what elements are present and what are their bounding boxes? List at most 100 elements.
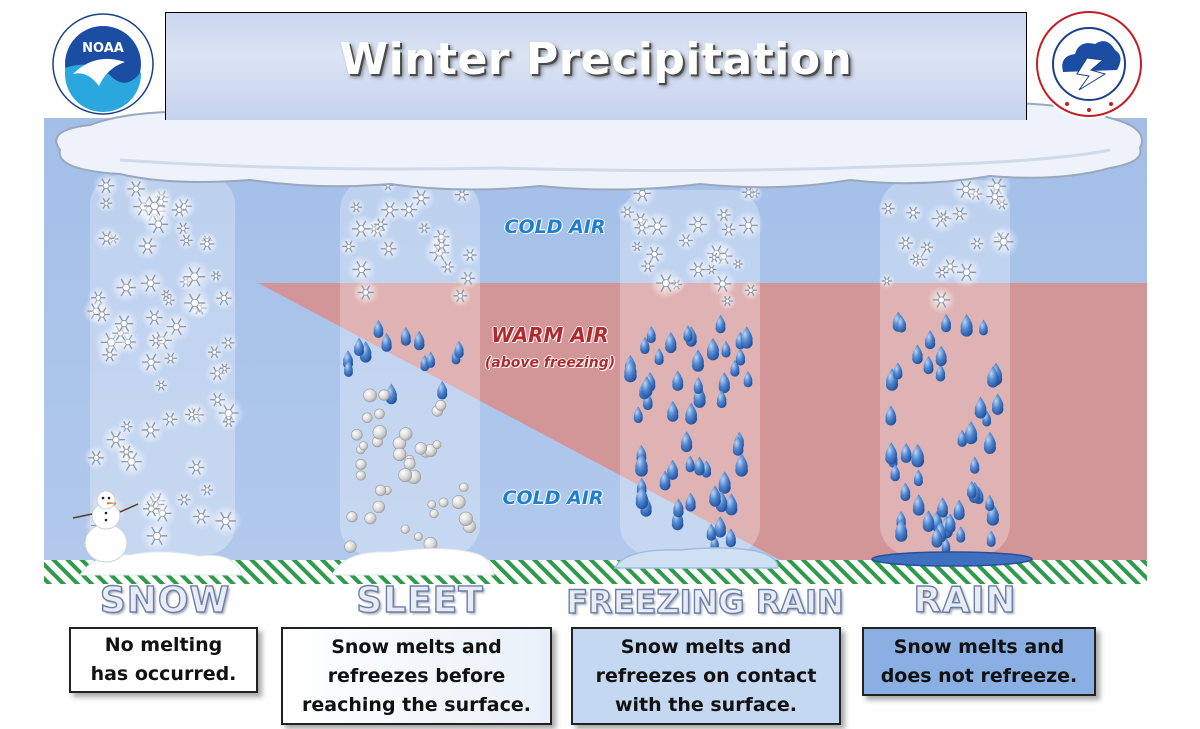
sleet-pellet [458, 511, 474, 526]
snowflake [83, 445, 109, 471]
snowflake [987, 225, 1020, 258]
raindrop [624, 359, 637, 383]
snowflake [152, 376, 171, 395]
raindrop [960, 314, 973, 337]
sleet-pellet [414, 442, 428, 455]
raindrop [701, 460, 712, 478]
raindrop [381, 332, 392, 352]
warm-air-label: WARM AIR [491, 323, 609, 347]
snowflake [429, 233, 454, 258]
raindrop [985, 494, 995, 512]
snowflake [93, 225, 120, 252]
raindrop [426, 351, 436, 368]
sleet-pellet [459, 482, 469, 493]
snowflake [437, 256, 458, 278]
raindrop [716, 390, 727, 409]
sleet-pellet [364, 512, 377, 525]
raindrop [685, 455, 695, 473]
raindrop [941, 537, 951, 554]
raindrop [885, 442, 898, 465]
raindrop [680, 431, 693, 453]
raindrop [665, 332, 677, 354]
raindrop [900, 443, 912, 463]
snowflake [352, 279, 379, 306]
raindrop [924, 330, 936, 350]
snowflake [705, 249, 723, 266]
sleet-pellet [372, 500, 386, 514]
sleet-pellet [346, 511, 358, 523]
raindrop [922, 510, 935, 532]
raindrop [893, 362, 903, 380]
raindrop [667, 459, 679, 480]
raindrop [941, 313, 952, 333]
snowflake [216, 360, 233, 377]
snowflake [115, 440, 138, 463]
raindrop [685, 402, 698, 425]
snowflake [177, 259, 212, 294]
description-snow: No melting has occurred. [69, 627, 258, 693]
snowflake [211, 286, 237, 311]
sleet-pellet [403, 457, 416, 470]
snowflake [456, 267, 480, 290]
snowflake [92, 172, 120, 199]
sleet-pellet [361, 412, 373, 424]
snowflake [97, 342, 122, 367]
raindrop [706, 523, 716, 541]
snowflake [967, 233, 987, 254]
snowflake [684, 256, 712, 284]
snowflake [219, 412, 239, 432]
snowflake [628, 238, 646, 255]
raindrop [725, 528, 736, 548]
snowflake [950, 174, 981, 205]
svg-text:NOAA: NOAA [82, 41, 124, 56]
raindrop [683, 325, 693, 342]
raindrop [979, 319, 988, 336]
raindrop [732, 436, 744, 456]
raindrop [641, 376, 653, 398]
sleet-pellet [344, 540, 357, 553]
label-freezing-rain: FREEZING RAIN [565, 582, 844, 621]
raindrop [413, 330, 425, 351]
raindrop [935, 364, 946, 382]
snowflake [650, 267, 682, 300]
snowflake [96, 193, 116, 214]
raindrop [890, 463, 900, 482]
page-title: Winter Precipitation [339, 34, 853, 85]
snowflake [981, 182, 1009, 211]
snowflake [134, 267, 166, 299]
raindrop [635, 486, 649, 510]
snowflake [173, 489, 195, 510]
noaa-logo-hotspot [44, 10, 162, 118]
raindrop [912, 494, 925, 516]
sleet-pellet [372, 425, 387, 440]
sleet-pellet [451, 495, 466, 509]
snowflake [205, 387, 230, 412]
raindrop [966, 481, 977, 499]
snowflake [906, 250, 925, 269]
snowflake [137, 188, 172, 224]
description-rain: Snow melts and does not refreeze. [862, 627, 1096, 696]
snowflake [136, 415, 165, 445]
raindrop [714, 516, 727, 538]
raindrop [640, 336, 650, 354]
raindrop [935, 345, 947, 367]
raindrop [991, 393, 1004, 415]
snowflake [177, 286, 212, 320]
label-sleet: SLEET [355, 579, 484, 621]
snowflake [637, 255, 659, 277]
raindrop [373, 320, 384, 338]
sleet-pellet [358, 441, 369, 451]
sleet-pellet [351, 429, 363, 441]
snowflake [459, 244, 481, 266]
raindrop [937, 497, 949, 518]
label-rain: RAIN [913, 579, 1017, 621]
raindrop [673, 498, 684, 518]
snowflake [89, 302, 115, 328]
cold-air-lower-label: COLD AIR [502, 487, 604, 509]
snowflake [145, 330, 167, 352]
snowflake [878, 272, 896, 290]
snowflake [415, 219, 434, 237]
snowflake [183, 454, 210, 481]
raindrop [718, 471, 731, 494]
